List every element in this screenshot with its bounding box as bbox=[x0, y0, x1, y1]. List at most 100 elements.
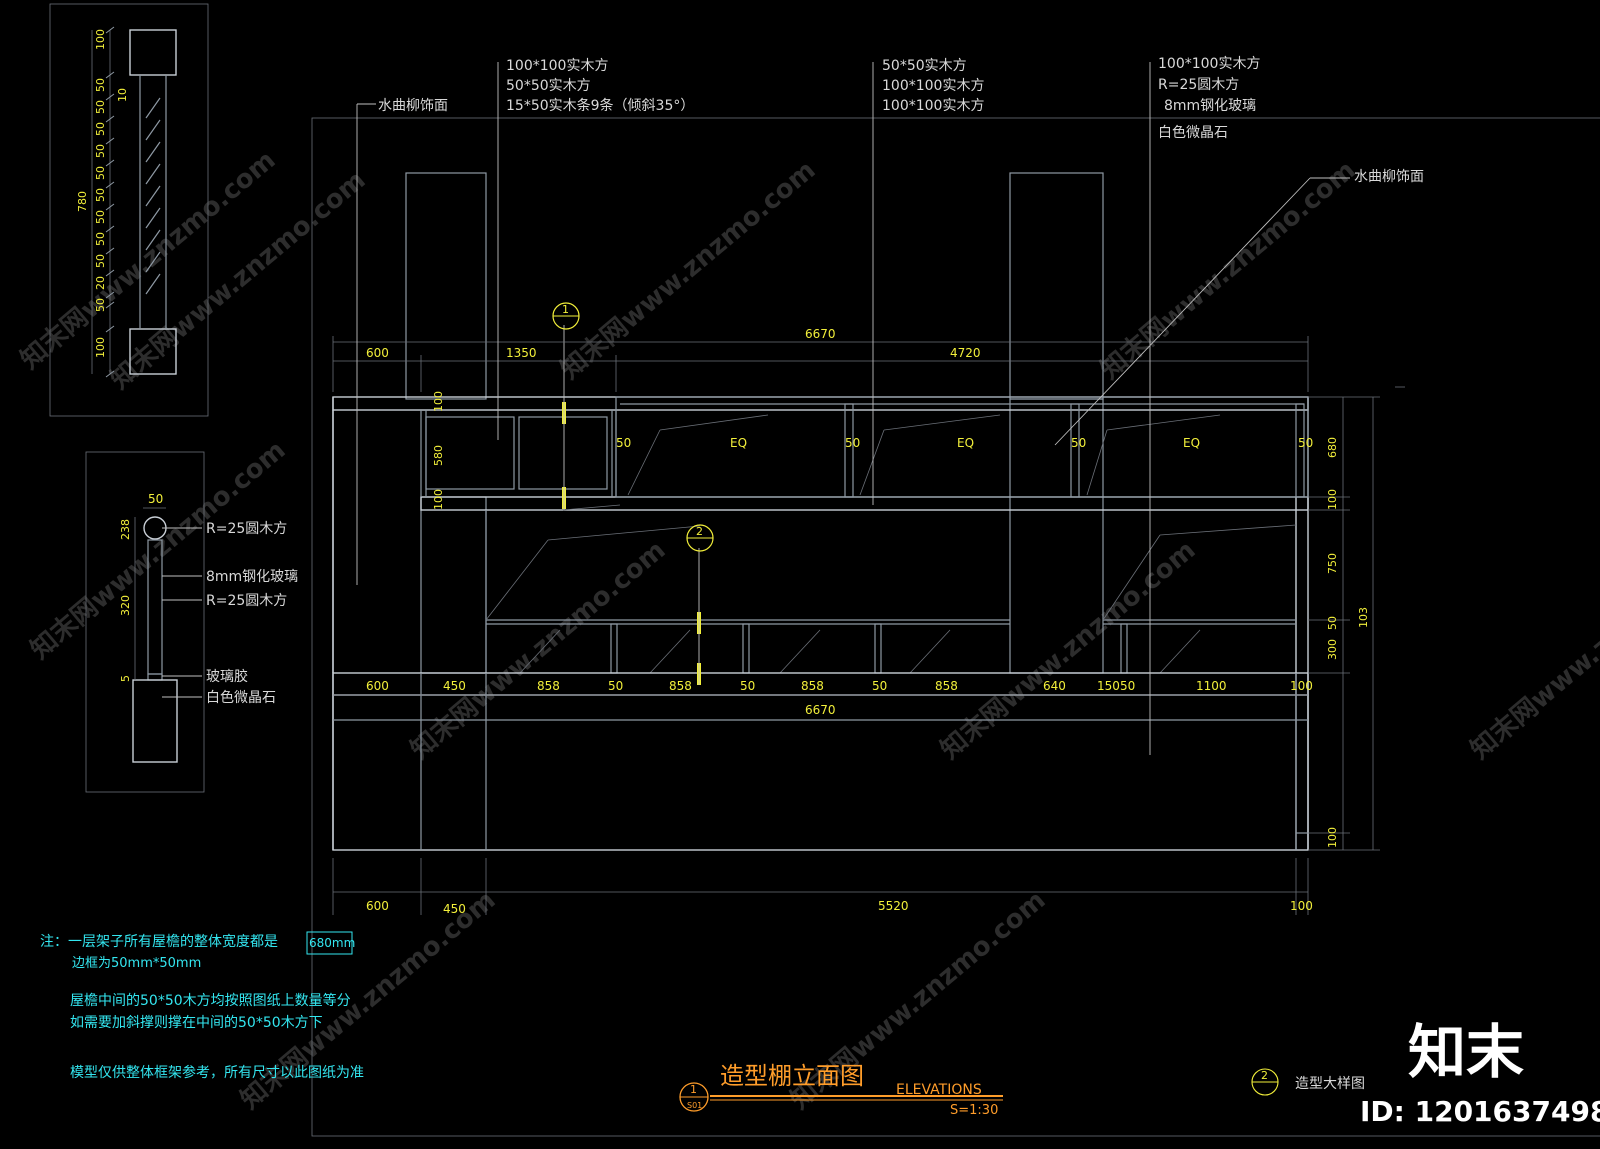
dim-label: 50 bbox=[148, 492, 163, 506]
dim-label: 100 bbox=[1290, 899, 1313, 913]
callout-label: 8mm钢化玻璃 bbox=[206, 568, 298, 585]
dim-label: 4720 bbox=[950, 346, 981, 360]
dim-tick bbox=[105, 93, 115, 101]
dim-tick bbox=[105, 269, 115, 277]
bottom-post-block bbox=[129, 328, 177, 375]
dim-label: 50 bbox=[94, 166, 107, 180]
drawing-subtitle: ELEVATIONS bbox=[896, 1082, 982, 1098]
counter-base bbox=[332, 672, 1309, 851]
dim-label: EQ bbox=[1183, 436, 1200, 450]
dim-tick bbox=[105, 137, 115, 145]
slat-diagonals bbox=[145, 97, 161, 295]
dim-label: 50 bbox=[845, 436, 860, 450]
dim-tick bbox=[105, 370, 115, 378]
dim-tick bbox=[105, 301, 115, 309]
callout-label: 白色微晶石 bbox=[1158, 124, 1228, 141]
marker-number: 2 bbox=[696, 525, 703, 538]
callout-label: R=25圆木方 bbox=[206, 593, 287, 609]
callout-label: 白色微晶石 bbox=[206, 689, 276, 706]
canopy-post bbox=[844, 403, 854, 498]
dim-label: EQ bbox=[730, 436, 747, 450]
top-post-block bbox=[129, 29, 177, 76]
callout-label: 100*100实木方 bbox=[1158, 56, 1260, 72]
dim-label: 50 bbox=[1120, 679, 1135, 693]
dim-tick bbox=[105, 71, 115, 79]
callout-label: 水曲柳饰面 bbox=[1354, 168, 1424, 185]
dim-label: EQ bbox=[957, 436, 974, 450]
dim-tick bbox=[105, 247, 115, 255]
dim-label: 320 bbox=[119, 595, 132, 616]
brand-logo: 知末 bbox=[1408, 1018, 1524, 1086]
brand: 知末 ID: 1201637498 bbox=[1360, 1018, 1600, 1128]
white-stone-base bbox=[132, 679, 178, 763]
dim-label: 858 bbox=[537, 679, 560, 693]
slat-panel-right bbox=[518, 416, 608, 490]
dim-label: 50 bbox=[94, 78, 107, 92]
callouts: 水曲柳饰面 100*100实木方 50*50实木方 15*50实木条9条（倾斜3… bbox=[356, 56, 1424, 755]
callout-label: 8mm钢化玻璃 bbox=[1164, 97, 1256, 114]
dim-label: 600 bbox=[366, 899, 389, 913]
note-line: 屋檐中间的50*50木方均按照图纸上数量等分 bbox=[70, 992, 351, 1009]
drawing-title: 造型棚立面图 bbox=[720, 1062, 864, 1090]
dim-label: 50 bbox=[94, 298, 107, 312]
callout-label: 100*100实木方 bbox=[882, 78, 984, 94]
detail-ref-number: 2 bbox=[1261, 1069, 1268, 1082]
dim-label: 50 bbox=[616, 436, 631, 450]
callout-label: R=25圆木方 bbox=[1158, 77, 1239, 93]
dim-label: 680 bbox=[1326, 437, 1339, 458]
dim-label: 150 bbox=[1097, 679, 1120, 693]
dim-label: 100 bbox=[94, 337, 107, 358]
dim-label: 50 bbox=[1071, 436, 1086, 450]
callout-label: 100*100实木方 bbox=[506, 58, 608, 74]
watermark: 知末网www.znzmo.com bbox=[405, 535, 671, 765]
dim-total-label: 103 bbox=[1357, 607, 1370, 628]
dim-label: 50 bbox=[1298, 436, 1313, 450]
callout-label: R=25圆木方 bbox=[206, 521, 287, 537]
bottom-dimensions: 600 450 5520 100 bbox=[332, 858, 1313, 916]
dim-label: 50 bbox=[608, 679, 623, 693]
callout-label: 15*50实木条9条（倾斜35°） bbox=[506, 97, 694, 114]
detail-top-frame bbox=[49, 3, 209, 417]
dim-label: 50 bbox=[94, 122, 107, 136]
marker-number: 1 bbox=[562, 303, 569, 316]
dim-label: 50 bbox=[94, 100, 107, 114]
dim-label: 750 bbox=[1326, 553, 1339, 574]
dim-label: 100 bbox=[1326, 489, 1339, 510]
dim-label: 450 bbox=[443, 679, 466, 693]
dim-tick bbox=[105, 115, 115, 123]
dim-overall: 6670 bbox=[805, 327, 836, 341]
top-dimensions: 6670 600 1350 4720 bbox=[332, 327, 1309, 392]
watermark: 知末网www.znzmo.com bbox=[25, 435, 291, 665]
watermark: 知末网www.znzmo.com bbox=[935, 535, 1201, 765]
note-line: 如需要加斜撑则撑在中间的50*50木方下 bbox=[70, 1015, 323, 1031]
dim-label: 100 bbox=[94, 29, 107, 50]
sheet-frame bbox=[311, 117, 1600, 1137]
watermark-layer: 知末网www.znzmo.com 知末网www.znzmo.com 知末网www… bbox=[15, 145, 1600, 1115]
dim-label: 238 bbox=[119, 519, 132, 540]
left-column-upper bbox=[405, 172, 487, 400]
dim-label: 1350 bbox=[506, 346, 537, 360]
note-line: 注：一层架子所有屋檐的整体宽度都是 bbox=[40, 933, 278, 950]
notes: 注：一层架子所有屋檐的整体宽度都是 680mm 边框为50mm*50mm 屋檐中… bbox=[40, 931, 364, 1081]
note-highlight-box bbox=[306, 931, 353, 955]
dim-label: 50 bbox=[94, 232, 107, 246]
detail-ref-label: 造型大样图 bbox=[1295, 1076, 1365, 1092]
dim-label: 50 bbox=[1326, 616, 1339, 630]
detail-top: 100 50 50 50 50 50 50 50 50 50 20 50 100… bbox=[49, 3, 209, 417]
dim-small-label: 10 bbox=[116, 88, 129, 102]
dim-tick bbox=[105, 203, 115, 211]
dim-tick bbox=[105, 225, 115, 233]
section-marker-1: 1 bbox=[552, 302, 580, 330]
dim-label: 50 bbox=[94, 188, 107, 202]
section-marker-2: 2 bbox=[686, 524, 714, 552]
dim-overall: 6670 bbox=[805, 703, 836, 717]
right-column-upper bbox=[1009, 172, 1104, 400]
dim-label: 100 bbox=[432, 391, 445, 412]
dim-label: 858 bbox=[935, 679, 958, 693]
title-marker-number: 1 bbox=[690, 1083, 697, 1096]
title-marker-sheet: S01 bbox=[687, 1101, 702, 1110]
brand-id: ID: 1201637498 bbox=[1360, 1095, 1600, 1128]
callout-label: 100*100实木方 bbox=[882, 98, 984, 114]
dim-label: 640 bbox=[1043, 679, 1066, 693]
dim-label: 100 bbox=[1326, 827, 1339, 848]
